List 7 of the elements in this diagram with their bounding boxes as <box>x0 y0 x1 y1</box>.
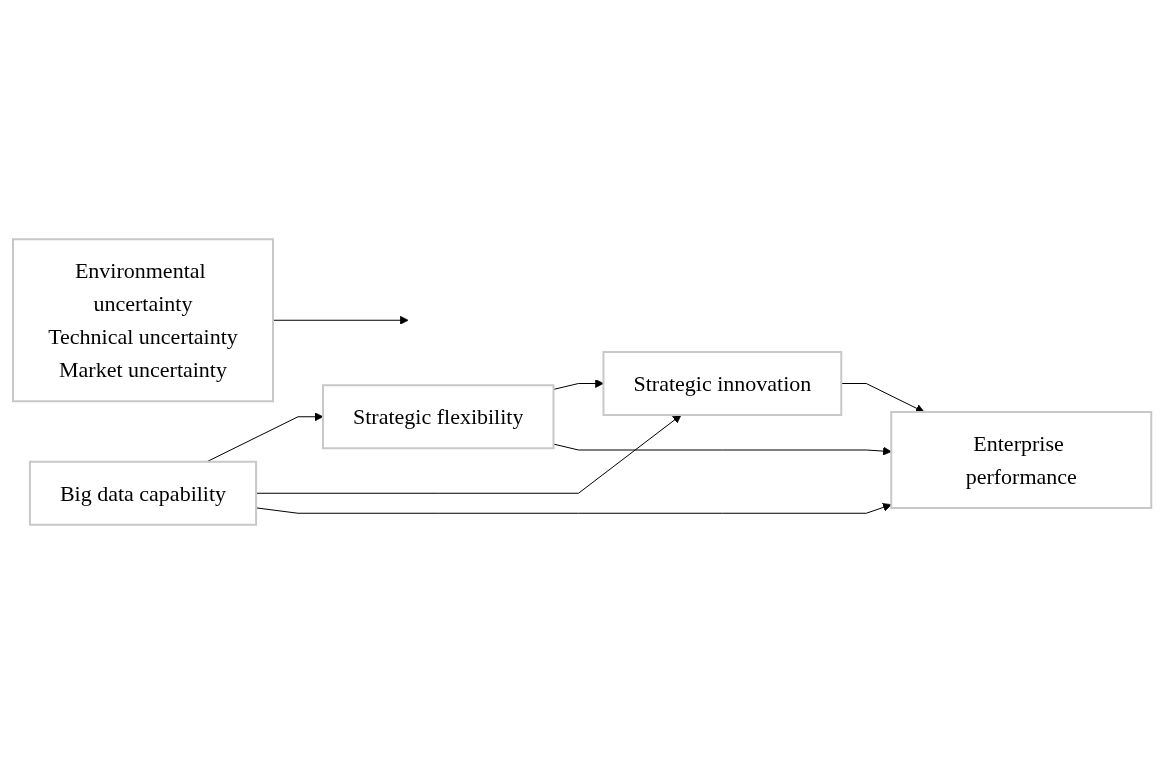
node-box: Big data capability <box>29 460 258 526</box>
node-box: Environmental uncertainty Technical uncertainty Market uncertainty <box>12 238 275 403</box>
node-box: Strategic innovation <box>602 351 843 416</box>
node-box: Enterprise performance <box>890 411 1153 509</box>
node-box: Strategic flexibility <box>322 384 555 450</box>
arrow <box>206 412 324 463</box>
arrow <box>841 383 925 413</box>
